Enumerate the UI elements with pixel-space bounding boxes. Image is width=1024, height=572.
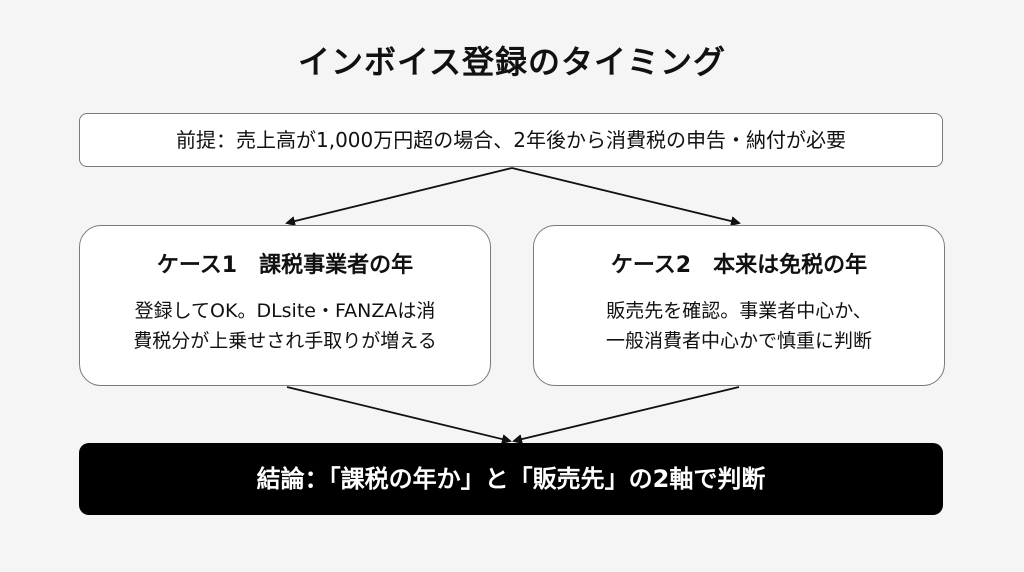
- case-2-line-1: 販売先を確認。事業者中心か、: [606, 300, 872, 322]
- case-1-description: 登録してOK。DLsite・FANZAは消 費税分が上乗せされ手取りが増える: [80, 296, 490, 356]
- arrow-premise-to-case1: [285, 167, 513, 226]
- case-1-line-1: 登録してOK。DLsite・FANZAは消: [134, 300, 436, 322]
- conclusion-text: 結論：「課税の年か」と「販売先」の2軸で判断: [256, 465, 766, 493]
- arrow-premise-to-case2: [511, 167, 741, 226]
- case-2-box: ケース2 本来は免税の年 販売先を確認。事業者中心か、 一般消費者中心かで慎重に…: [533, 225, 945, 386]
- conclusion-box: 結論：「課税の年か」と「販売先」の2軸で判断: [79, 443, 943, 515]
- case-1-box: ケース1 課税事業者の年 登録してOK。DLsite・FANZAは消 費税分が上…: [79, 225, 491, 386]
- arrow-case1-to-conclusion: [286, 386, 512, 444]
- case-1-title: ケース1 課税事業者の年: [156, 253, 414, 278]
- case-2-description: 販売先を確認。事業者中心か、 一般消費者中心かで慎重に判断: [534, 296, 944, 356]
- case-2-title: ケース2 本来は免税の年: [610, 253, 868, 278]
- premise-text: 前提：売上高が1,000万円超の場合、2年後から消費税の申告・納付が必要: [176, 128, 846, 152]
- case-2-line-2: 一般消費者中心かで慎重に判断: [605, 330, 872, 352]
- page-title: インボイス登録のタイミング: [297, 43, 727, 81]
- premise-box: 前提：売上高が1,000万円超の場合、2年後から消費税の申告・納付が必要: [79, 113, 943, 167]
- case-1-line-2: 費税分が上乗せされ手取りが増える: [133, 330, 437, 352]
- arrow-case2-to-conclusion: [512, 386, 740, 444]
